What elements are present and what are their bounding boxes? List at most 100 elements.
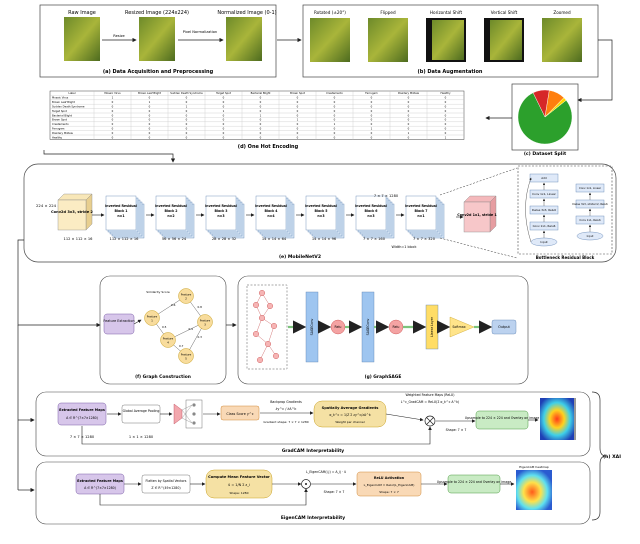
onehot-cell: 0 (149, 105, 151, 109)
ir-block-label: Block 2 (164, 209, 177, 213)
sage-layer-label: Softmax (452, 325, 465, 329)
panel-e: 224 × 224 × 3 Conv2d 3x3, stride 2 112 ×… (23, 163, 617, 263)
ir-block-label: n=3 (217, 214, 224, 218)
onehot-cell: 0 (445, 96, 447, 100)
dim-label-4: 14 × 14 × 64 (262, 237, 287, 241)
onehot-cell: 1 (223, 109, 225, 113)
dim-bottom: Width=1 block (392, 245, 417, 249)
onehot-cell: 0 (260, 131, 262, 135)
onehot-cell: 0 (260, 96, 262, 100)
onehot-cell: 1 (260, 113, 262, 117)
onehot-cell: 0 (297, 96, 299, 100)
input-dim: 224 × 224 × 3 (36, 203, 65, 208)
mini-graph-node (267, 303, 274, 310)
onehot-cell: Powdery Mildew (52, 131, 74, 135)
aug-image-0 (310, 18, 350, 62)
onehot-cell: 1 (371, 127, 373, 131)
raw-leaf-image (64, 17, 100, 61)
onehot-cell: 0 (260, 122, 262, 126)
ir-block-label: n=3 (367, 214, 374, 218)
onehot-cell: 0 (112, 135, 114, 139)
mini-graph-node (259, 315, 266, 322)
onehot-cell: 0 (371, 118, 373, 122)
sage-layer-0: SAGEConv (305, 291, 319, 363)
onehot-cell: 0 (186, 100, 188, 104)
graph-node-label: Feature (147, 315, 158, 319)
onehot-cell: 0 (149, 118, 151, 122)
ir-block-label: Inverted Residual (305, 204, 337, 208)
ec-flatten: Flatten by Spatial Vectors (146, 479, 187, 483)
onehot-cell: 0 (149, 113, 151, 117)
onehot-cell: 0 (149, 127, 151, 131)
mini-graph-node (259, 290, 266, 297)
pie-slice-3 (544, 97, 567, 118)
onehot-cell: 0 (334, 100, 336, 104)
onehot-cell: 0 (334, 135, 336, 139)
edge-weight: 0.5 (162, 325, 167, 329)
onehot-cell: 1 (297, 118, 299, 122)
conv1-label: Conv2d 3x3, stride 2 (51, 210, 93, 214)
conv-final-label: Conv2d 1x1, stride 1 (457, 213, 497, 217)
onehot-cell: Crestamento (52, 122, 69, 126)
onehot-cell: 0 (186, 131, 188, 135)
onehot-cell: 0 (408, 96, 410, 100)
sage-layer-label: Linear Layer (430, 316, 434, 336)
ir-block-label: n=2 (167, 214, 174, 218)
graph-node-2 (178, 288, 194, 304)
onehot-cell: 0 (260, 127, 262, 131)
gradcam-caption: GradCAM Interpretability (282, 448, 344, 454)
onehot-cell: 0 (223, 122, 225, 126)
onehot-cell: 0 (112, 131, 114, 135)
panel-a-caption: (a) Data Acquisition and Preprocessing (103, 69, 214, 75)
dim-label-2: 56 × 56 × 24 (162, 237, 187, 241)
mini-graph-node (271, 323, 278, 330)
sage-layer-label: Relu (393, 325, 400, 329)
panel-a: Raw Image Resized Image (224x224) Normal… (39, 4, 277, 78)
graph-node-3 (197, 314, 213, 330)
sage-layer-1: Relu (330, 319, 346, 335)
onehot-cell: Mosaic Virus (52, 96, 69, 100)
mini-graph-node (252, 331, 259, 338)
onehot-cell: 0 (223, 127, 225, 131)
ec-upsample: Upsample to 224 × 224 and Overlay on ima… (437, 480, 511, 484)
sage-layer-label: SAGEConv (310, 319, 314, 336)
ec-compute-shape: Shape: 1280 (230, 491, 249, 495)
onehot-cell: 0 (223, 118, 225, 122)
aug-label-4: Zoomed (553, 10, 571, 15)
graph-node-1 (144, 310, 160, 326)
onehot-cell: 0 (223, 135, 225, 139)
graph-input-box (246, 284, 288, 370)
onehot-cell: 0 (445, 109, 447, 113)
ir-block-label: n=1 (417, 214, 424, 218)
onehot-cell: 0 (186, 135, 188, 139)
onehot-cell: 0 (408, 135, 410, 139)
bottleneck-right-0: Conv 1x1, Linear (579, 186, 602, 190)
onehot-header-2: Brown Leaf Blight (138, 91, 161, 95)
onehot-header-10: Healthy (440, 91, 451, 95)
mini-graph-node (252, 302, 259, 309)
onehot-cell: 0 (297, 127, 299, 131)
normalize-arrow-label: Pixel Normalization (183, 30, 217, 34)
ec-heatmap (516, 470, 552, 510)
onehot-cell: Ferrugem (52, 127, 65, 131)
onehot-cell: 0 (297, 135, 299, 139)
onehot-cell: 0 (223, 105, 225, 109)
graph-node-5 (178, 348, 194, 364)
similarity-label: Similarity Score (146, 290, 170, 294)
onehot-cell: 1 (445, 135, 447, 139)
zoom-line-top (439, 167, 518, 196)
onehot-cell: 0 (186, 113, 188, 117)
dim-label-3: 28 × 28 × 32 (212, 237, 236, 241)
onehot-cell: 0 (445, 118, 447, 122)
sage-layer-6: Output (491, 319, 517, 335)
